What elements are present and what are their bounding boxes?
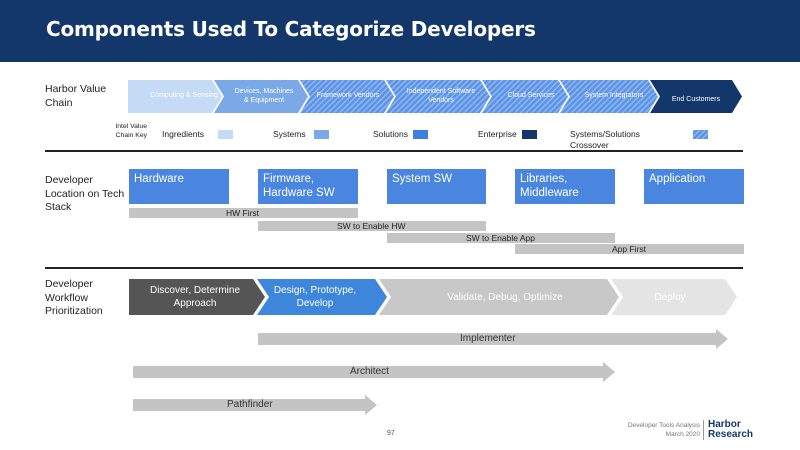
footer-doc-info: Developer Tools Analysis March 2020 [600,421,700,439]
key-swatch-enterprise [522,130,537,139]
arrow-label-architect: Architect [350,366,389,377]
stage-label-5: System Integrators [584,92,644,100]
bar-app-first [515,244,744,254]
key-swatch-ingredients [218,130,233,139]
workflow-stage-0: Discover, Determine Approach [149,285,241,309]
footer-divider [703,420,704,440]
stack-box-application: Application [644,169,744,204]
key-label-ingredients: Ingredients [162,129,205,139]
arrow-implementer [258,329,728,349]
bar-label-app-first: App First [612,244,647,254]
page-title: Components Used To Categorize Developers [46,17,536,41]
workflow-chevron-design [257,279,387,315]
chevron-integrators [560,80,658,113]
key-swatch-crossover [693,130,708,139]
footer-date: March 2020 [665,431,700,438]
stack-box-hardware: Hardware [129,169,229,204]
tech-stack-label: Developer Location on Tech Stack [45,174,125,213]
bar-sw-enable-hw [258,221,486,231]
workflow-stage-2: Validate, Debug, Optimize [447,291,563,303]
bar-hw-first [129,208,358,218]
logo-line2: Research [708,429,754,440]
stage-label-6: End Customers [671,96,721,104]
workflow-label: Developer Workflow Prioritization [45,278,103,317]
chevron-devices [214,80,308,113]
chevron-framework-vendors [300,80,394,113]
workflow-chevron-deploy [611,279,737,315]
stage-label-1: Devices, Machines & Equipment [234,88,294,104]
chevron-end-customers [650,80,742,113]
stage-label-2: Framework Vendors [316,92,380,100]
key-label-enterprise: Enterprise [478,129,517,139]
stage-label-3: Independent Software Vendors [406,88,476,104]
harbor-research-logo: Harbor Research [708,420,753,440]
arrow-pathfinder [133,395,377,415]
chevron-computing-sensing [128,80,222,113]
title-bar: Components Used To Categorize Developers [0,0,800,62]
page-number: 97 [387,430,395,437]
workflow-stage-1: Design, Prototype, Develop [273,285,357,309]
chevron-cloud [482,80,568,113]
key-swatch-systems [314,130,329,139]
bar-sw-enable-app [387,233,615,243]
key-swatch-solutions [413,130,428,139]
key-label-systems: Systems [273,129,306,139]
value-chain-label: Harbor Value Chain [45,83,107,109]
chevron-isv [386,80,490,113]
footer-doc-title: Developer Tools Analysis [627,422,700,429]
bar-label-sw-enable-app: SW to Enable App [466,233,535,243]
stack-box-libraries: Libraries, Middleware [515,169,615,204]
key-label-crossover: Systems/Solutions Crossover [570,129,640,150]
key-label-solutions: Solutions [373,129,408,139]
key-title: Intel Value Chain Key [115,123,147,139]
bar-label-sw-enable-hw: SW to Enable HW [337,221,406,231]
divider-2 [45,267,743,269]
divider-1 [45,150,743,152]
logo-line1: Harbor [708,419,741,430]
arrow-label-implementer: Implementer [460,333,516,344]
workflow-chevrons [129,279,737,315]
arrow-label-pathfinder: Pathfinder [227,399,273,410]
workflow-stage-3: Deploy [654,291,686,303]
arrow-architect [133,362,615,382]
workflow-chevron-validate [379,279,619,315]
stack-box-system-sw: System SW [387,169,486,204]
bar-label-hw-first: HW First [226,208,260,218]
stage-label-0: Computing & Sensing [150,92,218,100]
stage-label-4: Cloud Services [507,92,555,100]
value-chain-chevrons [128,80,742,113]
stack-box-firmware: Firmware, Hardware SW [258,169,358,204]
workflow-chevron-discover [129,279,265,315]
